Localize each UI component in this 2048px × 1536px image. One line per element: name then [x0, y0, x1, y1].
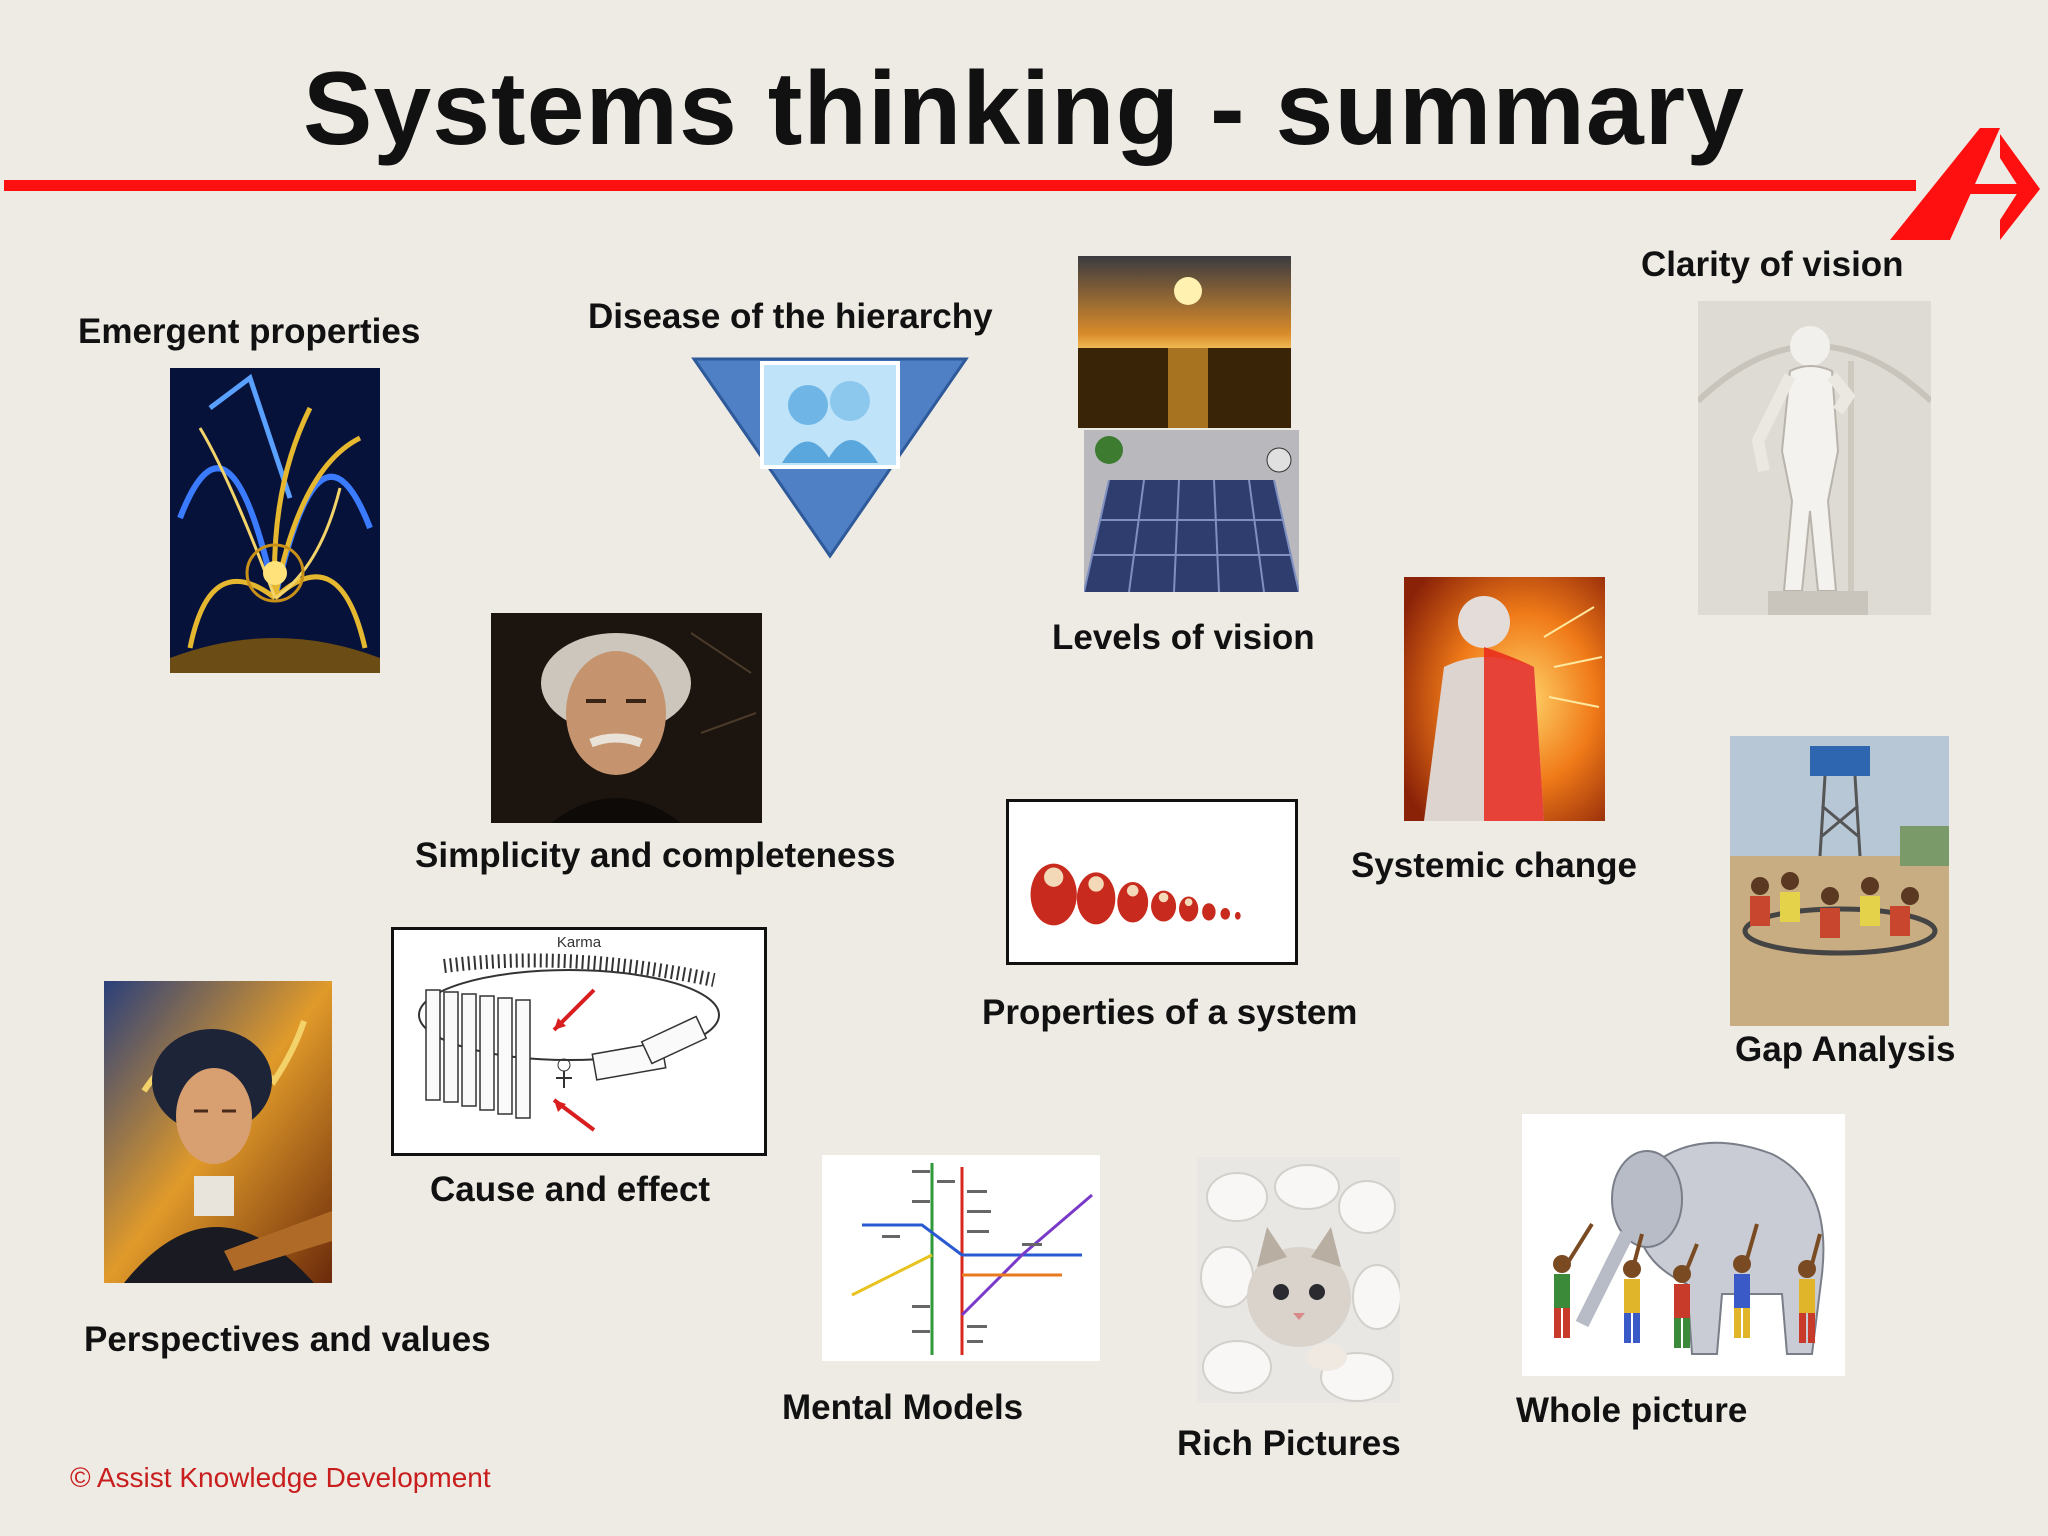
statue-image [1698, 301, 1931, 615]
label-clarity-of-vision: Clarity of vision [1641, 245, 1904, 284]
label-simplicity-completeness: Simplicity and completeness [415, 836, 896, 875]
slide-title: Systems thinking - summary [303, 51, 1745, 167]
label-gap-analysis: Gap Analysis [1735, 1030, 1956, 1069]
kitten-image [1197, 1157, 1400, 1403]
label-mental-models: Mental Models [782, 1388, 1024, 1427]
floor-image [1084, 430, 1299, 592]
label-properties-of-system: Properties of a system [982, 993, 1358, 1032]
assist-logo-icon [1890, 128, 2040, 240]
label-levels-of-vision: Levels of vision [1052, 618, 1315, 657]
elephant-image [1522, 1114, 1845, 1376]
hierarchy-triangle-image [690, 355, 970, 560]
label-perspectives-values: Perspectives and values [84, 1320, 491, 1359]
metro-map-image [822, 1155, 1100, 1361]
label-whole-picture: Whole picture [1516, 1391, 1748, 1430]
nesting-dolls-image [1006, 799, 1298, 965]
sunset-and-floor-image [1078, 256, 1291, 428]
dominoes-image: Karma [391, 927, 767, 1156]
label-cause-and-effect: Cause and effect [430, 1170, 711, 1209]
copyright-notice: © Assist Knowledge Development [70, 1462, 491, 1493]
musician-painting-image [104, 981, 332, 1283]
label-systemic-change: Systemic change [1351, 846, 1637, 885]
fractal-image [170, 368, 380, 673]
label-emergent-properties: Emergent properties [78, 312, 421, 351]
label-disease-of-hierarchy: Disease of the hierarchy [588, 297, 993, 336]
portrait-image [491, 613, 762, 823]
playground-image [1730, 736, 1949, 1026]
title-underline [4, 180, 1916, 191]
label-rich-pictures: Rich Pictures [1177, 1424, 1401, 1463]
karma-caption: Karma [556, 934, 602, 951]
body-diagram-image [1404, 577, 1605, 821]
